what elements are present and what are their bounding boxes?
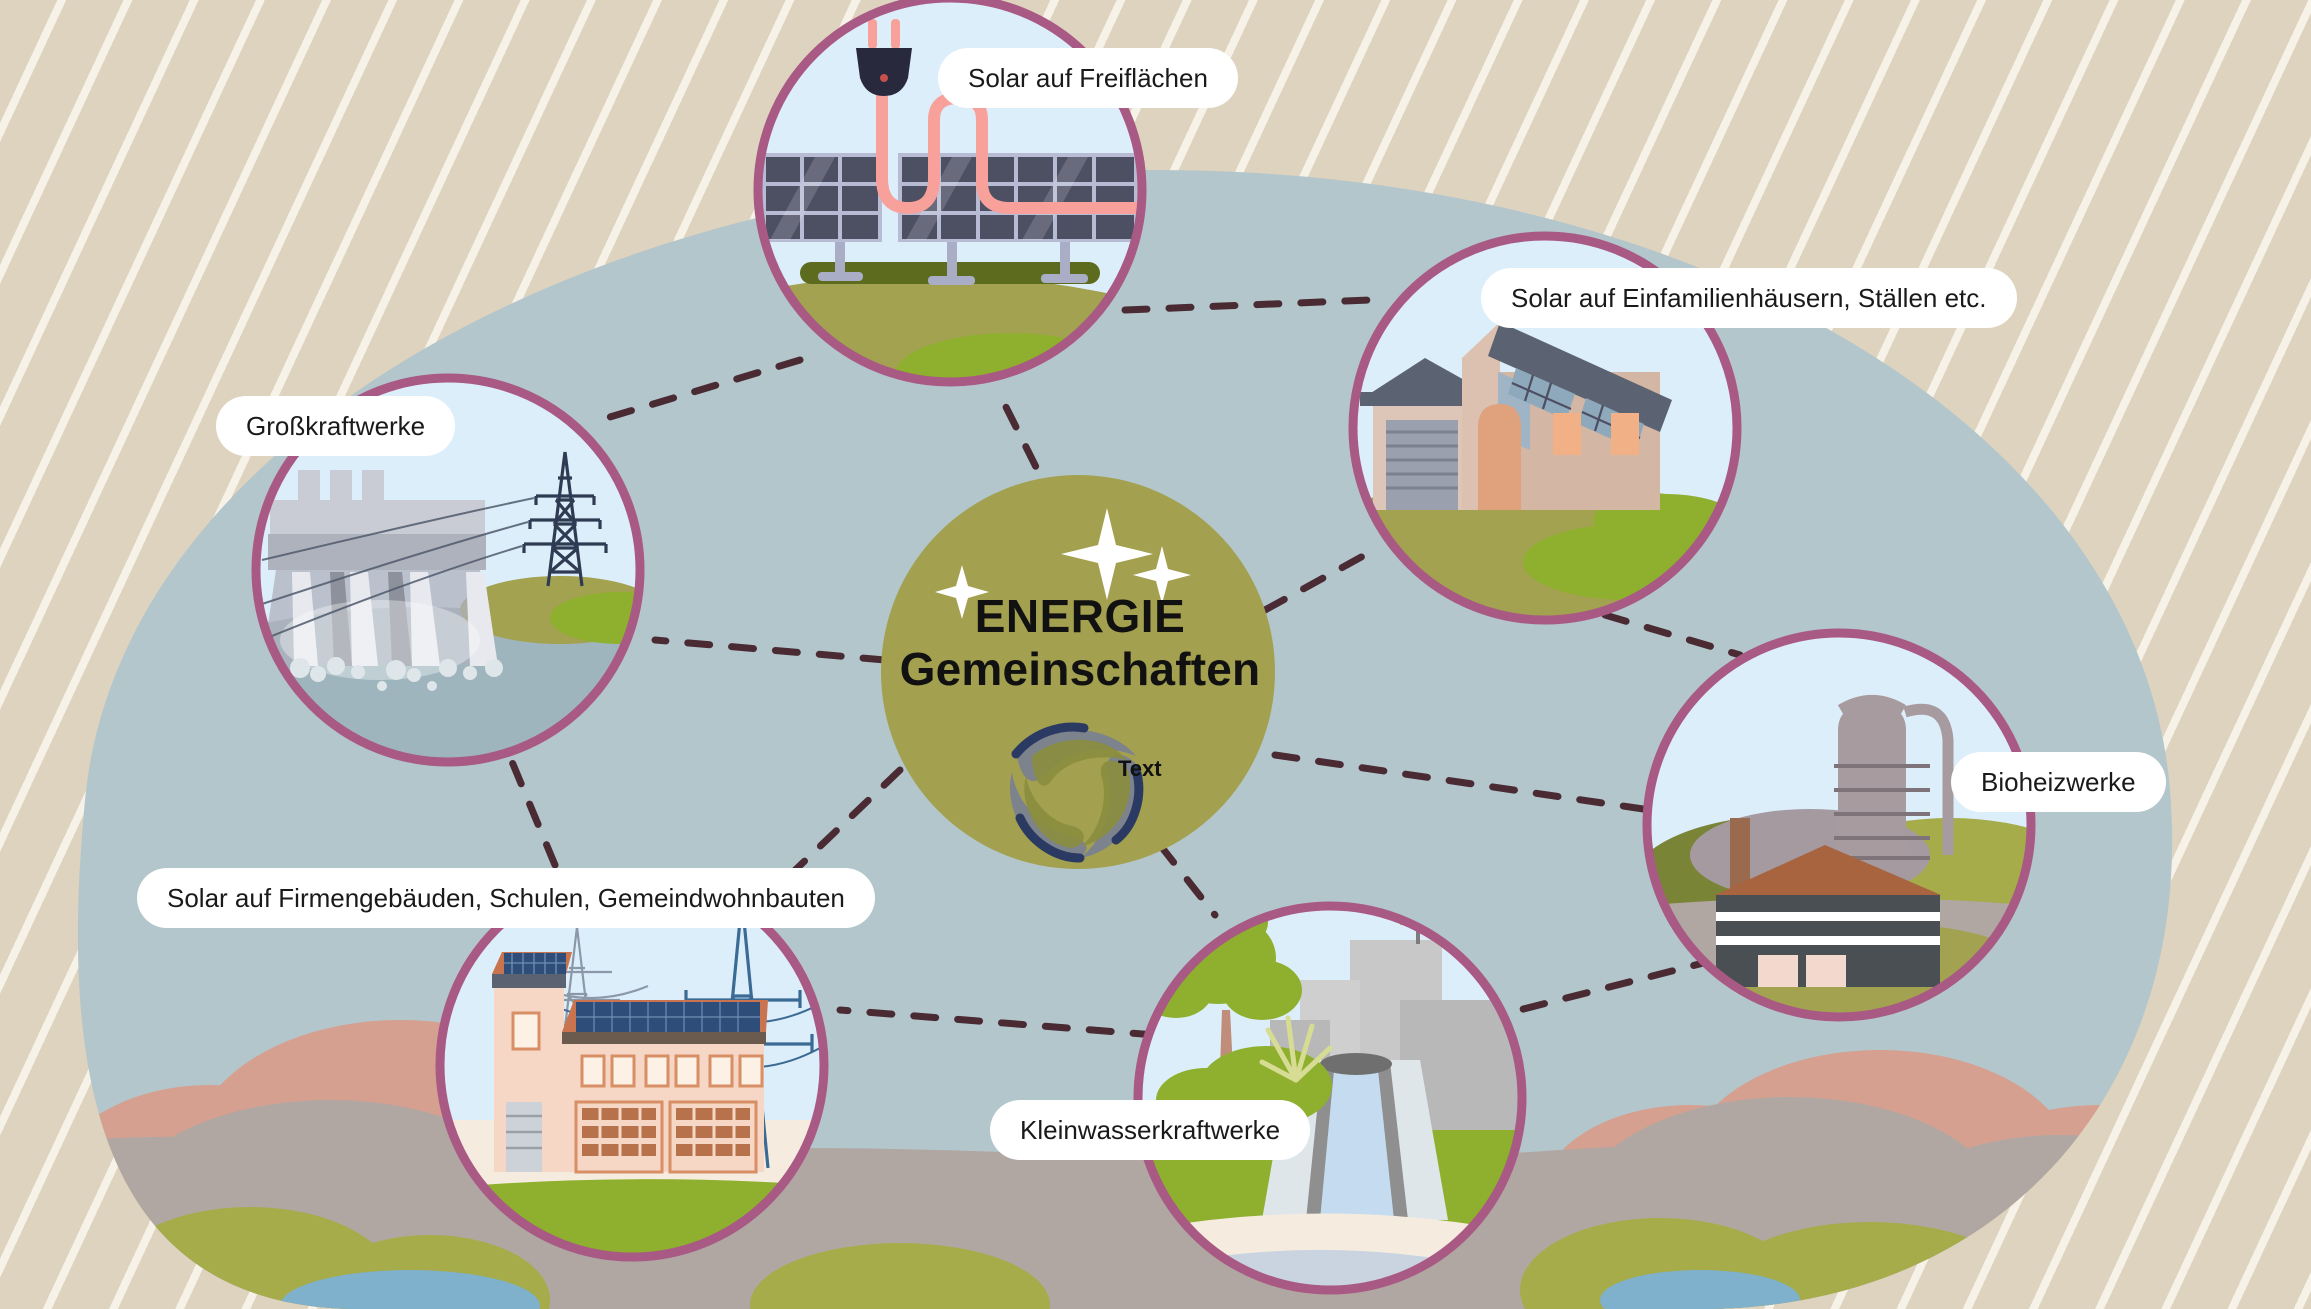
sparkle-large-icon (1061, 508, 1153, 600)
sparkle-small-left-icon (935, 565, 989, 619)
sparkle-group (935, 508, 1191, 619)
recycling-logo-icon (1009, 722, 1144, 863)
label-kleinwasserkraftwerke[interactable]: Kleinwasserkraftwerke (990, 1100, 1311, 1160)
connector-firmengebaeude-grosskraftwerke (501, 741, 559, 869)
connector-einfamilien-bioheizwerke (1601, 611, 1744, 659)
label-solar-einfamilienhaeuser[interactable]: Solar auf Einfamilienhäusern, Ställen et… (1481, 268, 2017, 328)
connector-bioheizwerke-kleinwasser (1496, 956, 1719, 1019)
connector-freiflaechen-einfamilien (1121, 296, 1374, 314)
sparkle-small-right-icon (1133, 546, 1191, 604)
connector-freiflaechen-grosskraftwerke (596, 356, 804, 424)
connector-center-solar-freiflaechen (996, 391, 1079, 549)
center-title-line1: ENERGIE (974, 590, 1186, 642)
node-solar-firmengebaeude[interactable] (435, 868, 829, 1262)
recycling-logo-label: Text (1118, 756, 1162, 781)
connector-center-firmengebaeude (786, 766, 904, 879)
center-title: ENERGIE Gemeinschaften (880, 590, 1280, 697)
connector-center-kleinwasser (1156, 841, 1219, 919)
connector-kleinwasser-firmengebaeude (836, 1006, 1159, 1039)
plug-icon (856, 19, 912, 96)
water-pond (280, 1270, 1800, 1309)
node-bioheizwerke[interactable] (1630, 628, 2095, 1047)
transmission-tower-icon (522, 451, 608, 587)
node-grosskraftwerke[interactable] (251, 373, 690, 767)
label-grosskraftwerke[interactable]: Großkraftwerke (216, 396, 456, 456)
center-title-line2: Gemeinschaften (899, 643, 1261, 696)
connector-center-grosskraftwerke (651, 636, 889, 664)
label-solar-firmengebaeude[interactable]: Solar auf Firmengebäuden, Schulen, Gemei… (137, 868, 875, 928)
label-solar-freiflaechen[interactable]: Solar auf Freiflächen (938, 48, 1238, 108)
label-bioheizwerke[interactable]: Bioheizwerke (1951, 752, 2166, 812)
connector-center-einfamilien (1261, 551, 1369, 614)
connector-center-bioheizwerke (1271, 751, 1654, 814)
